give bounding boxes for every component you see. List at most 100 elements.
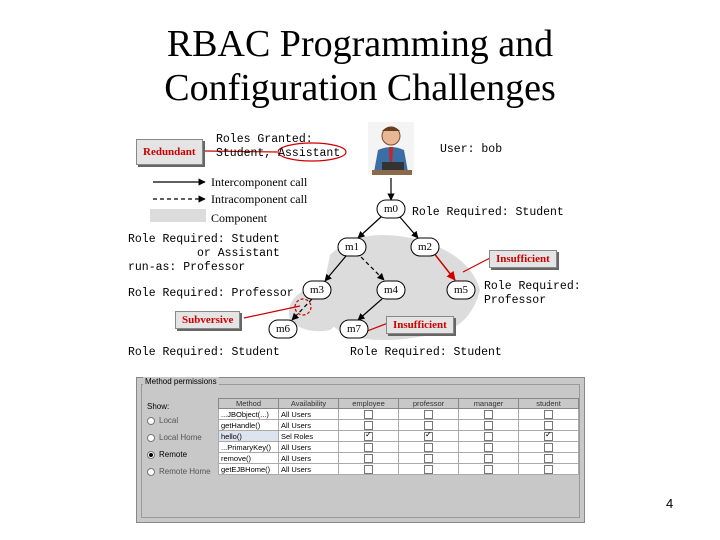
permission-checkbox[interactable]: [364, 464, 373, 474]
roles-granted-label: Roles Granted:: [216, 133, 313, 146]
permission-cell: [518, 408, 579, 420]
permission-checkbox[interactable]: [424, 420, 433, 430]
permission-checkbox[interactable]: [544, 409, 553, 419]
availability-cell[interactable]: All Users: [278, 441, 339, 453]
user-label: User: bob: [440, 143, 503, 156]
permission-checkbox[interactable]: [424, 464, 433, 474]
legend-component-swatch: [150, 209, 206, 222]
permission-checkbox[interactable]: [364, 420, 373, 430]
column-header-method[interactable]: Method: [218, 398, 279, 409]
redundant-tag: Redundant: [136, 139, 203, 165]
table-row[interactable]: getHandle()All Users: [218, 419, 579, 431]
permission-checkbox[interactable]: [484, 420, 493, 430]
permission-cell: [458, 430, 519, 442]
permission-checkbox[interactable]: [364, 442, 373, 452]
method-cell[interactable]: ...PrimaryKey(): [218, 441, 279, 453]
m5-role-annotation-1: Role Required:: [484, 280, 581, 293]
radio-remote[interactable]: Remote: [147, 450, 187, 459]
permission-checkbox[interactable]: [544, 453, 553, 463]
call-graph-diagram: [150, 122, 491, 340]
permission-cell: [398, 430, 459, 442]
availability-cell[interactable]: Sel Roles: [278, 430, 339, 442]
radio-local-home[interactable]: Local Home: [147, 433, 202, 442]
slide-title-line-2: Configuration Challenges: [164, 67, 556, 109]
table-row[interactable]: remove()All Users: [218, 452, 579, 464]
permission-cell: [518, 463, 579, 475]
insufficient-tag-m7: Insufficient: [386, 316, 454, 334]
node-m1-label: m1: [345, 241, 360, 253]
column-header-student[interactable]: student: [518, 398, 579, 409]
permissions-table: Method Availability employee professor m…: [218, 398, 579, 475]
m1-role-annotation-2: or Assistant: [128, 247, 280, 260]
permission-checkbox[interactable]: [484, 453, 493, 463]
permission-checkbox[interactable]: [484, 464, 493, 474]
method-cell[interactable]: getHandle(): [218, 419, 279, 431]
table-row[interactable]: ...PrimaryKey()All Users: [218, 441, 579, 453]
radio-remote-label: Remote: [159, 450, 188, 459]
column-header-manager[interactable]: manager: [458, 398, 519, 409]
permission-checkbox[interactable]: [364, 409, 373, 419]
column-header-professor[interactable]: professor: [398, 398, 459, 409]
permission-checkbox[interactable]: [364, 430, 373, 441]
node-m7-label: m7: [347, 323, 362, 335]
permission-cell: [338, 408, 399, 420]
node-m3-shape: [302, 280, 332, 300]
node-m7-shape: [339, 319, 369, 339]
permission-cell: [458, 441, 519, 453]
radio-local-home-label: Local Home: [159, 433, 202, 442]
method-permissions-groupbox: [141, 384, 580, 518]
method-cell[interactable]: ...JBObject(...): [218, 408, 279, 420]
permission-checkbox[interactable]: [424, 430, 433, 441]
permission-checkbox[interactable]: [484, 409, 493, 419]
radio-local-home-circle[interactable]: [147, 433, 155, 442]
permission-checkbox[interactable]: [424, 409, 433, 419]
node-m1-shape: [337, 237, 367, 257]
callout-m5-insufficient: [462, 257, 491, 273]
method-cell[interactable]: remove(): [218, 452, 279, 464]
table-row[interactable]: getEJBHome()All Users: [218, 463, 579, 475]
method-cell[interactable]: getEJBHome(): [218, 463, 279, 475]
permission-checkbox[interactable]: [364, 453, 373, 463]
node-m0-shape: [376, 199, 406, 219]
column-header-availability[interactable]: Availability: [278, 398, 339, 409]
method-permissions-panel: Method permissions Show: Local Local Hom…: [136, 377, 585, 523]
permission-checkbox[interactable]: [544, 442, 553, 452]
permission-checkbox[interactable]: [544, 464, 553, 474]
permission-checkbox[interactable]: [544, 420, 553, 430]
method-cell[interactable]: hello(): [218, 430, 279, 442]
radio-remote-home[interactable]: Remote Home: [147, 467, 211, 476]
availability-cell[interactable]: All Users: [278, 463, 339, 475]
permission-checkbox[interactable]: [544, 430, 553, 441]
permission-cell: [338, 452, 399, 464]
m5-role-annotation-2: Professor: [484, 294, 547, 307]
permission-checkbox[interactable]: [484, 442, 493, 452]
permission-checkbox[interactable]: [484, 431, 493, 441]
column-header-employee[interactable]: employee: [338, 398, 399, 409]
redundant-highlight: [277, 142, 347, 162]
table-row[interactable]: ...JBObject(...)All Users: [218, 408, 579, 420]
availability-cell[interactable]: All Users: [278, 452, 339, 464]
table-row[interactable]: hello()Sel Roles: [218, 430, 579, 442]
radio-remote-circle[interactable]: [147, 450, 155, 459]
availability-cell[interactable]: All Users: [278, 408, 339, 420]
permission-checkbox[interactable]: [424, 453, 433, 463]
availability-cell[interactable]: All Users: [278, 419, 339, 431]
page-number: 4: [666, 496, 674, 511]
permission-checkbox[interactable]: [424, 442, 433, 452]
user-bob-figure: [368, 122, 414, 175]
node-m5-shape: [446, 280, 476, 300]
m0-role-annotation: Role Required: Student: [412, 206, 564, 219]
slide-title-line-1: RBAC Programming and: [166, 23, 554, 65]
permission-cell: [398, 408, 459, 420]
m7-role-annotation: Role Required: Student: [350, 346, 502, 359]
radio-remote-home-circle[interactable]: [147, 467, 155, 476]
m3-role-annotation: Role Required: Professor: [128, 287, 294, 300]
radio-local-circle[interactable]: [147, 416, 155, 425]
subversive-tag: Subversive: [175, 311, 241, 329]
permission-cell: [338, 463, 399, 475]
permission-cell: [518, 430, 579, 442]
node-m6-shape: [268, 319, 298, 339]
slide-title: RBAC Programming and Configuration Chall…: [0, 22, 720, 110]
radio-local[interactable]: Local: [147, 416, 178, 425]
